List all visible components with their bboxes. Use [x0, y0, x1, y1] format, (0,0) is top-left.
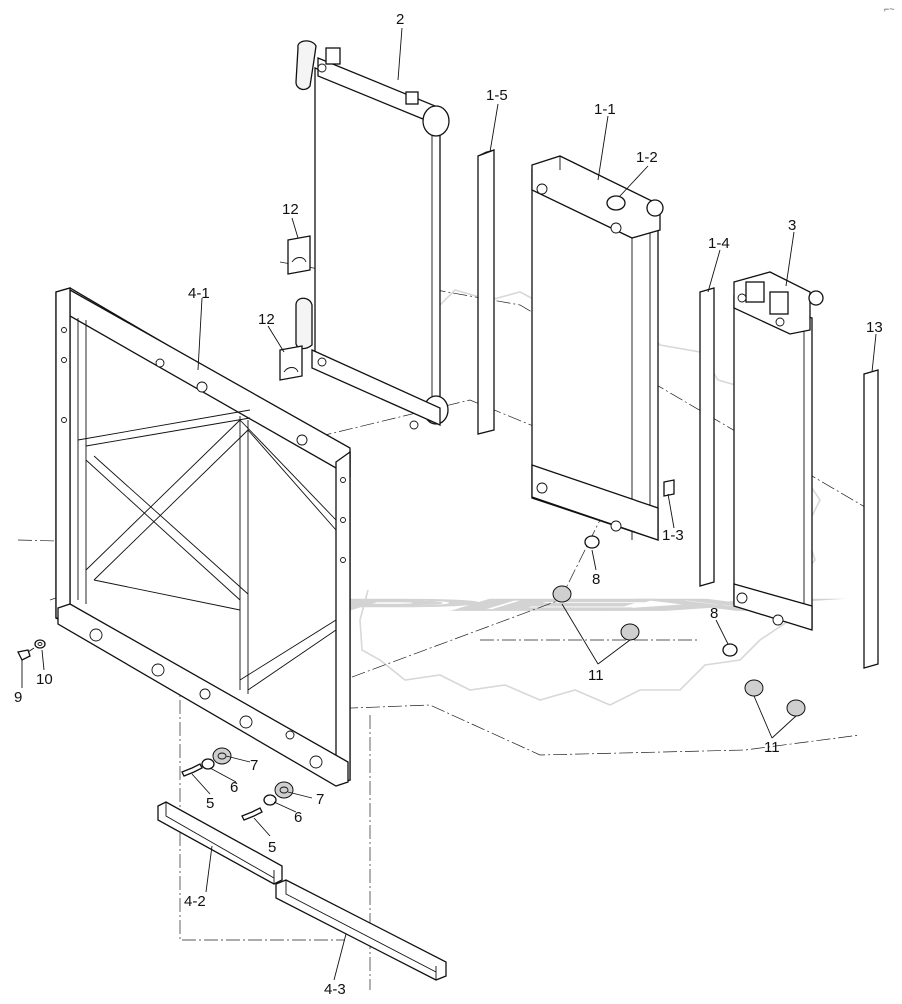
part-7-rubber-mounts — [212, 747, 294, 799]
callout-1-2: 1-2 — [636, 149, 658, 166]
callout-2: 2 — [396, 11, 404, 28]
callout-7-upper: 7 — [250, 757, 258, 774]
part-11-rubber-mounts — [552, 585, 806, 717]
callout-11-left: 11 — [588, 667, 604, 684]
callout-6-lower: 6 — [294, 809, 302, 826]
callout-13: 13 — [866, 319, 883, 336]
part-4-3-strip — [275, 879, 447, 981]
callout-8-right: 8 — [710, 605, 718, 622]
part-13-seal — [863, 369, 879, 669]
callout-10: 10 — [36, 671, 53, 688]
callout-labels: 2 1-5 1-1 1-2 1-4 3 12 12 4-1 13 1-3 8 8… — [14, 11, 883, 998]
callout-4-1: 4-1 — [188, 285, 210, 302]
callout-7-lower: 7 — [316, 791, 324, 808]
part-12-brackets — [279, 235, 311, 381]
callout-4-3: 4-3 — [324, 981, 346, 998]
part-5-bolts — [181, 763, 263, 821]
part-3-intercooler — [733, 271, 824, 631]
corner-mark: ⌐~ — [884, 4, 895, 14]
callout-1-4: 1-4 — [708, 235, 730, 252]
part-1-5-seal — [477, 149, 495, 435]
callout-8-left: 8 — [592, 571, 600, 588]
part-8-washers — [584, 535, 738, 657]
callout-12-upper: 12 — [282, 201, 299, 218]
callout-1-5: 1-5 — [486, 87, 508, 104]
part-2-radiator — [295, 40, 450, 430]
part-10-washer — [34, 639, 46, 649]
callout-5-upper: 5 — [206, 795, 214, 812]
part-1-4-seal — [699, 287, 715, 587]
part-4-2-strip — [157, 801, 283, 885]
part-9-bolt — [17, 647, 35, 661]
callout-5-lower: 5 — [268, 839, 276, 856]
callout-3: 3 — [788, 217, 796, 234]
callout-11-right: 11 — [764, 739, 780, 756]
callout-4-2: 4-2 — [184, 893, 206, 910]
part-4-1-frame — [55, 287, 351, 787]
callout-12-lower: 12 — [258, 311, 275, 328]
part-6-washers — [201, 758, 277, 806]
callout-6-upper: 6 — [230, 779, 238, 796]
callout-1-3: 1-3 — [662, 527, 684, 544]
callout-9: 9 — [14, 689, 22, 706]
callout-1-1: 1-1 — [594, 101, 616, 118]
part-1-1-oil-cooler — [531, 155, 675, 541]
leader-lines — [21, 27, 877, 981]
